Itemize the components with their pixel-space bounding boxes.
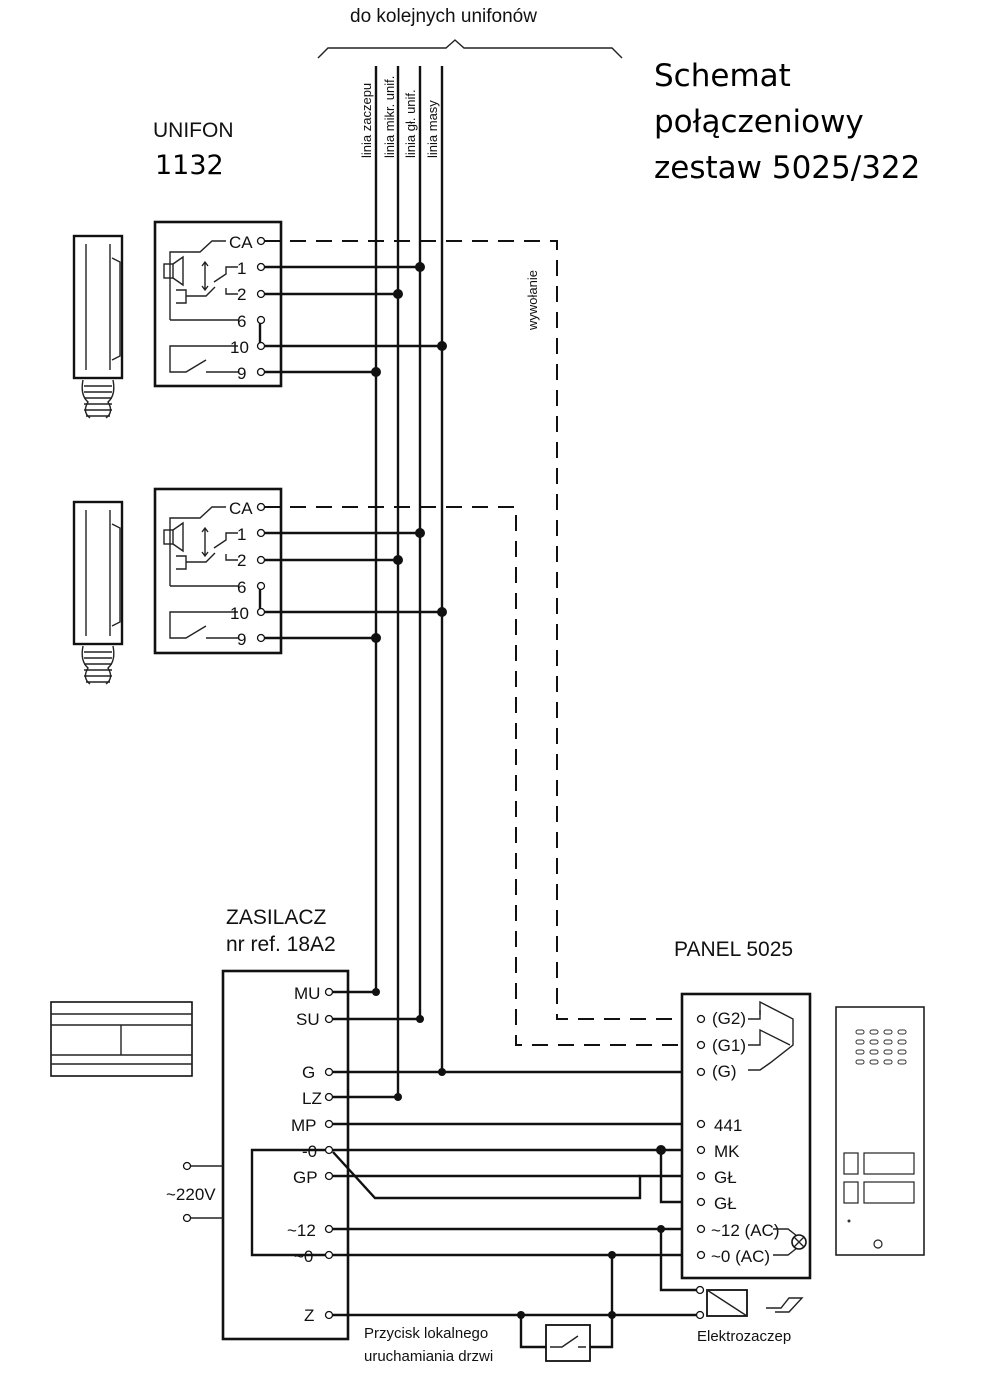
- unifon-1-terminal-points: [256, 236, 266, 377]
- title-line-3: zestaw 5025/322: [654, 150, 920, 186]
- panel-term-g2: (G2): [712, 1009, 746, 1028]
- unifon-1-term-2: 2: [237, 285, 246, 304]
- mains-terminals: [182, 1161, 223, 1223]
- unifon-model: 1132: [155, 150, 224, 181]
- psu-term-lz: LZ: [302, 1089, 322, 1108]
- panel-term-g1: (G1): [712, 1036, 746, 1055]
- psu-term-ac0: ~0: [294, 1247, 313, 1266]
- unifon-1-term-ca: CA: [229, 233, 253, 252]
- bus-top-label: do kolejnych unifonów: [350, 6, 537, 27]
- panel-name: PANEL 5025: [674, 938, 793, 961]
- lock-label: Elektrozaczep: [697, 1328, 791, 1345]
- call-line-2: [264, 506, 700, 1046]
- bus-line-label-3: linia gł. unif.: [403, 89, 418, 158]
- psu-term-z: Z: [304, 1306, 314, 1325]
- psu-device-icon: [50, 1001, 193, 1077]
- psu-term-mu: MU: [294, 984, 320, 1003]
- bus-line-label-1: linia zaczepu: [359, 83, 374, 158]
- psu-term-minus0: -0: [302, 1142, 317, 1161]
- wire-internal-0: [250, 1148, 326, 1257]
- unifon-2-terminal-points: [256, 502, 266, 643]
- panel-term-gl-1: GŁ: [714, 1168, 737, 1187]
- handset-2: [72, 500, 124, 685]
- door-lock-symbol: [695, 1285, 804, 1320]
- unifon-1-term-9: 9: [237, 364, 246, 383]
- panel-term-ac12: ~12 (AC): [711, 1221, 780, 1240]
- panel-term-g: (G): [712, 1062, 737, 1081]
- bus-bracket: [317, 39, 623, 59]
- panel-lamp: [773, 1228, 807, 1256]
- psu-terminal-points: [324, 987, 334, 1320]
- unifon-2-term-10: 10: [230, 604, 249, 623]
- wire-lock-ac12: [659, 1229, 700, 1292]
- psu-ref: nr ref. 18A2: [226, 933, 336, 956]
- unifon-1-junctions: [371, 262, 447, 377]
- unifon-2-term-9: 9: [237, 630, 246, 649]
- psu-term-g: G: [302, 1063, 315, 1082]
- bus-line-label-4: linia masy: [425, 100, 440, 158]
- title-line-2: połączeniowy: [654, 104, 864, 140]
- local-door-button: [519, 1315, 614, 1362]
- panel-term-mk: MK: [714, 1142, 740, 1161]
- panel-front-illustration: [835, 1006, 925, 1256]
- button-label-2: uruchamiania drzwi: [364, 1348, 493, 1365]
- psu-term-gp: GP: [293, 1168, 318, 1187]
- psu-term-ac12: ~12: [287, 1221, 316, 1240]
- title-line-1: Schemat: [654, 58, 791, 94]
- panel-term-441: 441: [714, 1116, 742, 1135]
- button-label-1: Przycisk lokalnego: [364, 1325, 488, 1342]
- psu-term-su: SU: [296, 1010, 320, 1029]
- unifon-1-box: [153, 220, 283, 388]
- unifon-2-term-2: 2: [237, 551, 246, 570]
- psu-name: ZASILACZ: [226, 906, 327, 929]
- call-line-label: wywołanie: [525, 270, 540, 331]
- unifon-1-term-10: 10: [230, 338, 249, 357]
- handset-1: [72, 234, 124, 419]
- unifon-1-internals: [163, 240, 238, 373]
- unifon-name: UNIFON: [153, 119, 234, 142]
- mains-label: ~220V: [166, 1185, 216, 1204]
- psu-box: [221, 969, 350, 1341]
- call-line-1: [264, 240, 700, 1020]
- psu-junctions: [372, 988, 666, 1319]
- unifon-2-term-ca: CA: [229, 499, 253, 518]
- unifon-2-term-6: 6: [237, 578, 246, 597]
- panel-term-gl-2: GŁ: [714, 1194, 737, 1213]
- psu-term-mp: MP: [291, 1116, 317, 1135]
- panel-terminal-points: [696, 1014, 706, 1260]
- panel-call-switches: [748, 1000, 794, 1071]
- panel-term-ac0: ~0 (AC): [711, 1247, 770, 1266]
- unifon-2-junctions: [371, 528, 447, 643]
- unifon-2-box: [153, 487, 283, 655]
- unifon-2-term-1: 1: [237, 525, 246, 544]
- bus-line-label-2: linia mikr. unif.: [382, 76, 397, 158]
- unifon-1-term-6: 6: [237, 312, 246, 331]
- unifon-2-internals: [163, 506, 238, 639]
- unifon-1-term-1: 1: [237, 259, 246, 278]
